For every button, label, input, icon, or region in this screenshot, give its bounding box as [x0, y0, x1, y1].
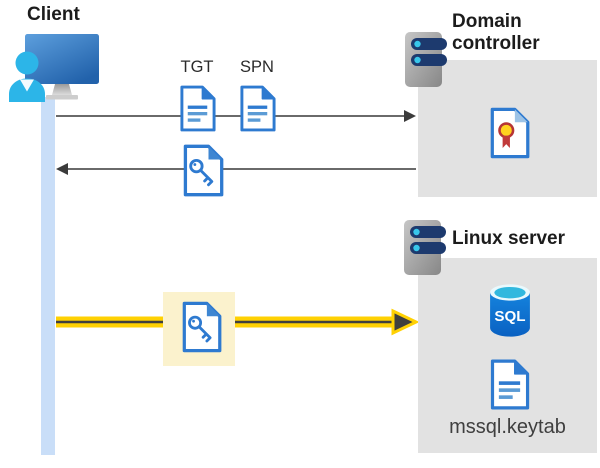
spn-label: SPN	[240, 58, 274, 76]
tgt-document-icon	[180, 85, 216, 132]
client-workstation-icon	[9, 34, 99, 102]
response-arrow-left	[56, 163, 416, 175]
client-lifeline	[41, 97, 55, 455]
keytab-document-icon	[490, 359, 530, 410]
tgt-label: TGT	[180, 58, 214, 76]
certificate-file-icon	[490, 107, 530, 159]
service-ticket-key-file-icon	[182, 301, 222, 353]
request-arrow-right	[56, 110, 416, 122]
sql-icon-label: SQL	[494, 308, 525, 325]
client-label: Client	[27, 4, 80, 25]
sql-database-icon: SQL	[490, 284, 530, 337]
keytab-filename-label: mssql.keytab	[449, 416, 566, 438]
linux-server-icon	[404, 220, 446, 275]
linux-server-label: Linux server	[452, 228, 565, 249]
domain-controller-label: Domain controller	[452, 11, 540, 54]
service-ticket-arrow	[56, 308, 418, 336]
key-file-icon	[183, 144, 224, 197]
domain-controller-server-icon	[405, 32, 447, 87]
spn-document-icon	[240, 85, 276, 132]
